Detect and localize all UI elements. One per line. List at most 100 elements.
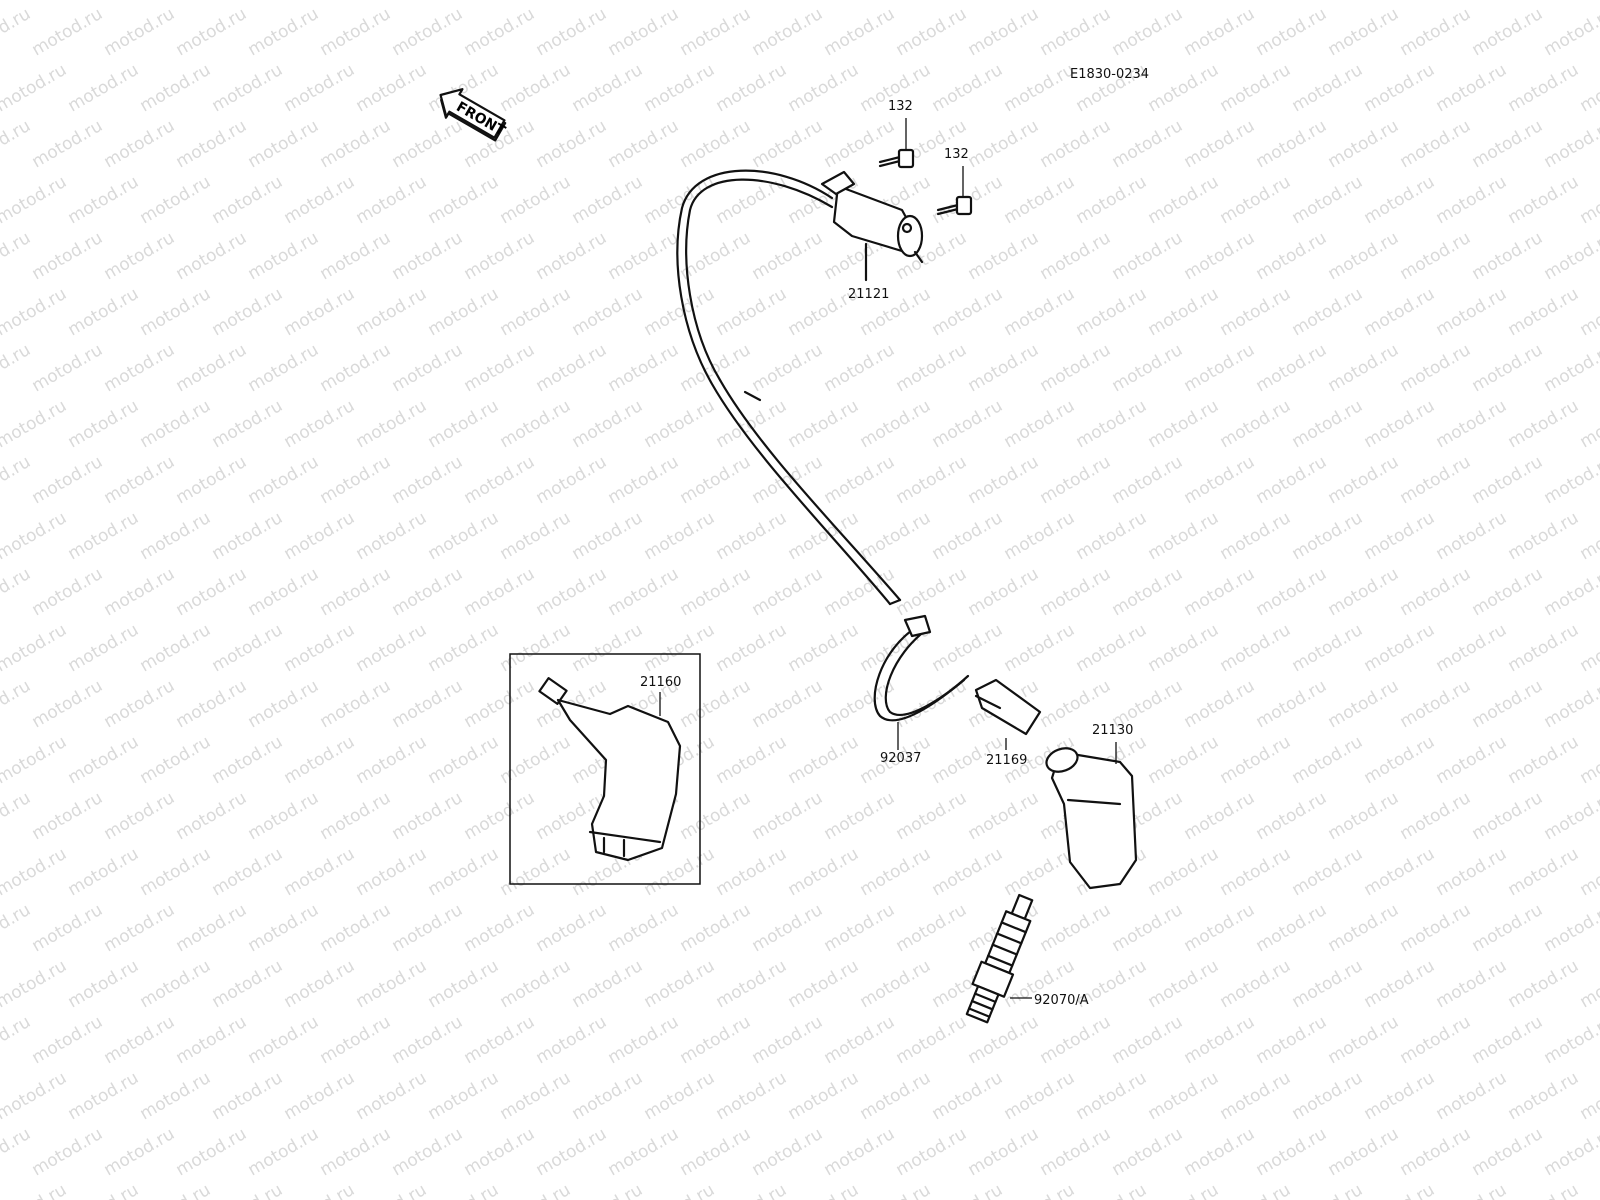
watermark-text: motod.ru xyxy=(389,1012,467,1068)
watermark-text: motod.ru xyxy=(1325,116,1403,172)
watermark-text: motod.ru xyxy=(281,284,359,340)
watermark-text: motod.ru xyxy=(1433,396,1511,452)
watermark-text: motod.ru xyxy=(1469,116,1547,172)
watermark-text: motod.ru xyxy=(749,676,827,732)
watermark-text: motod.ru xyxy=(497,620,575,676)
watermark-text: motod.ru xyxy=(965,228,1043,284)
watermark-text: motod.ru xyxy=(1541,564,1600,620)
watermark-text: motod.ru xyxy=(317,564,395,620)
watermark-text: motod.ru xyxy=(497,1068,575,1124)
clamp-band xyxy=(873,614,970,750)
watermark-text: motod.ru xyxy=(1109,4,1187,60)
watermark-text: motod.ru xyxy=(1181,564,1259,620)
watermark-text: motod.ru xyxy=(209,844,287,900)
watermark-text: motod.ru xyxy=(389,1124,467,1180)
watermark-text: motod.ru xyxy=(461,1124,539,1180)
watermark-text: motod.ru xyxy=(1397,340,1475,396)
watermark-text: motod.ru xyxy=(389,676,467,732)
watermark-text: motod.ru xyxy=(533,116,611,172)
watermark-text: motod.ru xyxy=(1577,0,1600,4)
watermark-text: motod.ru xyxy=(1397,228,1475,284)
watermark-text: motod.ru xyxy=(65,284,143,340)
watermark-text: motod.ru xyxy=(425,956,503,1012)
watermark-text: motod.ru xyxy=(1541,900,1600,956)
watermark-text: motod.ru xyxy=(29,4,107,60)
watermark-text: motod.ru xyxy=(1541,676,1600,732)
watermark-text: motod.ru xyxy=(1001,508,1079,564)
diagram-code: E1830-0234 xyxy=(1070,67,1149,82)
watermark-text: motod.ru xyxy=(389,228,467,284)
watermark-text: motod.ru xyxy=(1469,676,1547,732)
watermark-text: motod.ru xyxy=(1037,1124,1115,1180)
watermark-text: motod.ru xyxy=(569,620,647,676)
watermark-text: motod.ru xyxy=(1505,0,1583,4)
watermark-text: motod.ru xyxy=(929,396,1007,452)
watermark-text: motod.ru xyxy=(1145,0,1223,4)
watermark-text: motod.ru xyxy=(1073,1180,1151,1200)
watermark-text: motod.ru xyxy=(857,1180,935,1200)
watermark-text: motod.ru xyxy=(821,452,899,508)
watermark-text: motod.ru xyxy=(641,60,719,116)
watermark-text: motod.ru xyxy=(173,116,251,172)
watermark-text: motod.ru xyxy=(1001,1180,1079,1200)
watermark-text: motod.ru xyxy=(173,788,251,844)
watermark-text: motod.ru xyxy=(1505,732,1583,788)
watermark-text: motod.ru xyxy=(209,620,287,676)
watermark-text: motod.ru xyxy=(533,1012,611,1068)
watermark-text: motod.ru xyxy=(29,116,107,172)
watermark-text: motod.ru xyxy=(173,4,251,60)
watermark-text: motod.ru xyxy=(857,508,935,564)
watermark-text: motod.ru xyxy=(965,452,1043,508)
watermark-text: motod.ru xyxy=(1397,4,1475,60)
watermark-text: motod.ru xyxy=(1505,1068,1583,1124)
watermark-text: motod.ru xyxy=(1217,956,1295,1012)
watermark-text: motod.ru xyxy=(1361,284,1439,340)
watermark-text: motod.ru xyxy=(1361,1180,1439,1200)
watermark-text: motod.ru xyxy=(1289,0,1367,4)
watermark-text: motod.ru xyxy=(65,60,143,116)
watermark-text: motod.ru xyxy=(713,508,791,564)
ref-label-ignition-coil: 21121 xyxy=(848,287,889,302)
watermark-text: motod.ru xyxy=(1325,4,1403,60)
watermark-text: motod.ru xyxy=(1109,1012,1187,1068)
watermark-text: motod.ru xyxy=(0,676,34,732)
watermark-text: motod.ru xyxy=(1577,172,1600,228)
watermark-text: motod.ru xyxy=(1037,4,1115,60)
watermark-text: motod.ru xyxy=(317,4,395,60)
watermark-text: motod.ru xyxy=(1181,788,1259,844)
watermark-text: motod.ru xyxy=(389,452,467,508)
watermark-text: motod.ru xyxy=(29,788,107,844)
watermark-text: motod.ru xyxy=(713,956,791,1012)
watermark-text: motod.ru xyxy=(1397,1012,1475,1068)
spark-plug xyxy=(965,893,1034,1024)
watermark-text: motod.ru xyxy=(1361,60,1439,116)
watermark-text: motod.ru xyxy=(65,844,143,900)
watermark-text: motod.ru xyxy=(425,620,503,676)
watermark-text: motod.ru xyxy=(0,620,70,676)
watermark-text: motod.ru xyxy=(461,340,539,396)
watermark-text: motod.ru xyxy=(1289,284,1367,340)
watermark-text: motod.ru xyxy=(857,844,935,900)
watermark-text: motod.ru xyxy=(1181,116,1259,172)
watermark-text: motod.ru xyxy=(0,1012,34,1068)
watermark-text: motod.ru xyxy=(1109,340,1187,396)
watermark-text: motod.ru xyxy=(137,508,215,564)
watermark-text: motod.ru xyxy=(137,1180,215,1200)
watermark-text: motod.ru xyxy=(245,452,323,508)
watermark-text: motod.ru xyxy=(1181,4,1259,60)
watermark-text: motod.ru xyxy=(713,1068,791,1124)
watermark-text: motod.ru xyxy=(713,620,791,676)
watermark-text: motod.ru xyxy=(893,788,971,844)
watermark-text: motod.ru xyxy=(1253,788,1331,844)
watermark-text: motod.ru xyxy=(1505,172,1583,228)
watermark-text: motod.ru xyxy=(965,1012,1043,1068)
watermark-text: motod.ru xyxy=(1145,1068,1223,1124)
watermark-text: motod.ru xyxy=(1145,844,1223,900)
watermark-text: motod.ru xyxy=(1361,956,1439,1012)
watermark-text: motod.ru xyxy=(1433,508,1511,564)
watermark-text: motod.ru xyxy=(0,60,70,116)
watermark-text: motod.ru xyxy=(209,508,287,564)
watermark-text: motod.ru xyxy=(497,0,575,4)
watermark-text: motod.ru xyxy=(533,340,611,396)
watermark-text: motod.ru xyxy=(29,676,107,732)
